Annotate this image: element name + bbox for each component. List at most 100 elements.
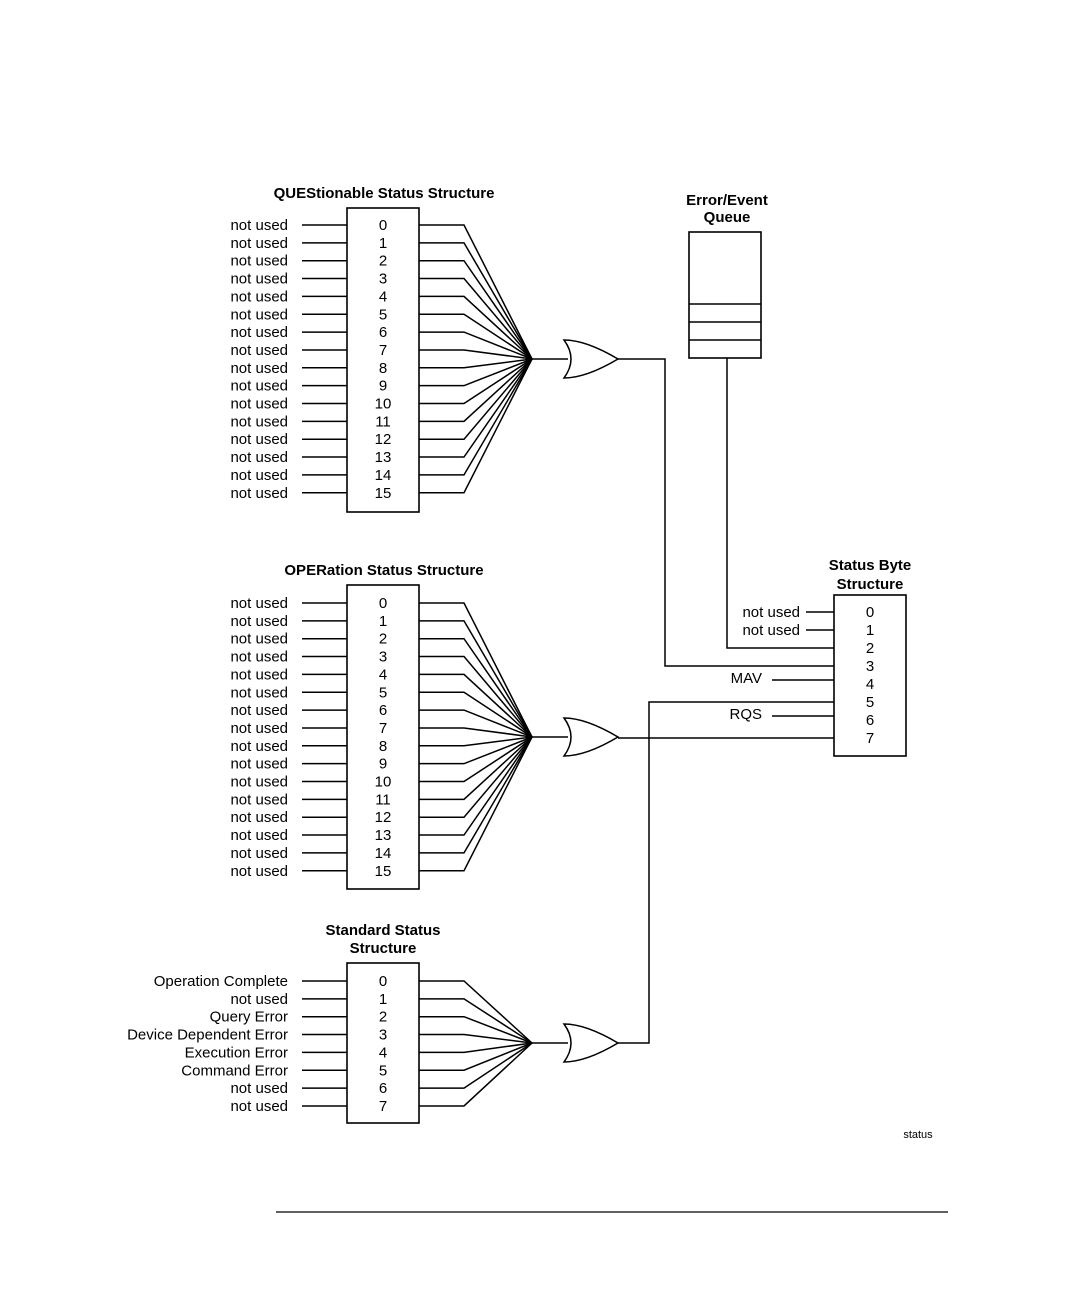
error-queue-summary-line	[726, 358, 834, 649]
status-byte-input-label: not used	[742, 622, 800, 639]
operation-fan-line	[419, 736, 533, 836]
status-byte-bit-number: 6	[866, 712, 874, 729]
operation-input-label: not used	[230, 738, 288, 755]
operation-bit-number: 7	[379, 720, 387, 737]
operation-bit-number: 12	[375, 809, 392, 826]
questionable-fan-line	[419, 224, 533, 360]
operation-bit-number: 4	[379, 666, 387, 683]
questionable-input-label: not used	[230, 324, 288, 341]
questionable-bit-number: 7	[379, 342, 387, 359]
standard-title-line1: Standard Status	[325, 922, 440, 939]
questionable-fan-line	[419, 242, 533, 360]
operation-input-label: not used	[230, 845, 288, 862]
questionable-input-label: not used	[230, 342, 288, 359]
standard-bit-number: 7	[379, 1098, 387, 1115]
operation-input-label: not used	[230, 684, 288, 701]
standard-status-structure: Standard Status Structure Operation Comp…	[127, 922, 620, 1124]
standard-fan-line	[419, 1033, 533, 1044]
questionable-bit-number: 0	[379, 217, 387, 234]
operation-bit-number: 9	[379, 756, 387, 773]
questionable-input-label: not used	[230, 431, 288, 448]
status-byte-input-label: not used	[742, 604, 800, 621]
operation-fan-line	[419, 655, 533, 738]
questionable-fan-line	[419, 358, 533, 476]
operation-bit-number: 1	[379, 613, 387, 630]
error-queue-title-line2: Queue	[704, 209, 751, 226]
questionable-input-label: not used	[230, 449, 288, 466]
status-byte-bit-number: 1	[866, 622, 874, 639]
operation-bit-number: 5	[379, 684, 387, 701]
operation-bit-number: 11	[375, 791, 391, 808]
questionable-input-label: not used	[230, 467, 288, 484]
status-byte-input-label: MAV	[731, 670, 762, 687]
operation-bit-number: 2	[379, 631, 387, 648]
status-byte-bit-number: 7	[866, 730, 874, 747]
status-byte-title-line2: Structure	[837, 576, 904, 593]
status-byte-bit-number: 3	[866, 658, 874, 675]
operation-input-label: not used	[230, 613, 288, 630]
operation-title: OPERation Status Structure	[284, 562, 483, 579]
questionable-bit-number: 13	[375, 449, 392, 466]
questionable-input-label: not used	[230, 396, 288, 413]
status-byte-title-line1: Status Byte	[829, 557, 912, 574]
standard-title-line2: Structure	[350, 940, 417, 957]
operation-bit-number: 10	[375, 774, 392, 791]
error-event-queue: Error/Event Queue	[686, 192, 768, 359]
standard-bit-number: 6	[379, 1080, 387, 1097]
standard-summary-line	[618, 701, 834, 1044]
standard-fan-line	[419, 998, 533, 1044]
operation-fan-line	[419, 673, 533, 738]
standard-fan-line	[419, 1042, 533, 1054]
operation-input-label: not used	[230, 595, 288, 612]
status-byte-bit-number: 5	[866, 694, 874, 711]
questionable-fan-line	[419, 259, 533, 360]
questionable-fan-line	[419, 358, 533, 423]
questionable-bit-number: 3	[379, 271, 387, 288]
standard-bit-number: 3	[379, 1027, 387, 1044]
status-byte-bit-number: 4	[866, 676, 874, 693]
standard-register-box	[346, 962, 420, 1124]
questionable-input-label: not used	[230, 485, 288, 502]
operation-bit-number: 3	[379, 649, 387, 666]
operation-input-label: not used	[230, 649, 288, 666]
operation-input-label: not used	[230, 863, 288, 880]
operation-bit-number: 6	[379, 702, 387, 719]
questionable-input-label: not used	[230, 360, 288, 377]
operation-register-box	[346, 584, 420, 890]
questionable-fan-line	[419, 295, 533, 360]
standard-bit-number: 1	[379, 991, 387, 1008]
questionable-fan-line	[419, 277, 533, 360]
error-queue-title-line1: Error/Event	[686, 192, 768, 209]
questionable-bit-number: 5	[379, 306, 387, 323]
operation-fan-line	[419, 736, 533, 854]
questionable-bit-number: 2	[379, 253, 387, 270]
connections	[618, 358, 834, 1044]
standard-fan-line	[419, 1015, 533, 1044]
standard-input-label: Device Dependent Error	[127, 1027, 288, 1044]
standard-input-label: not used	[230, 1098, 288, 1115]
operation-input-label: not used	[230, 774, 288, 791]
operation-or-gate	[562, 717, 620, 757]
operation-fan-line	[419, 709, 533, 738]
questionable-input-label: not used	[230, 253, 288, 270]
operation-fan-line	[419, 602, 533, 738]
operation-fan-line	[419, 736, 533, 872]
standard-input-label: Query Error	[210, 1009, 288, 1026]
questionable-bit-number: 8	[379, 360, 387, 377]
figure-caption: status	[903, 1129, 933, 1141]
operation-input-label: not used	[230, 666, 288, 683]
questionable-bit-number: 9	[379, 378, 387, 395]
error-queue-box	[688, 231, 762, 359]
operation-fan-line	[419, 727, 533, 738]
status-byte-register-box	[833, 594, 907, 757]
operation-fan-line	[419, 691, 533, 738]
operation-fan-line	[419, 736, 533, 818]
standard-fan-line	[419, 980, 533, 1044]
questionable-input-label: not used	[230, 271, 288, 288]
